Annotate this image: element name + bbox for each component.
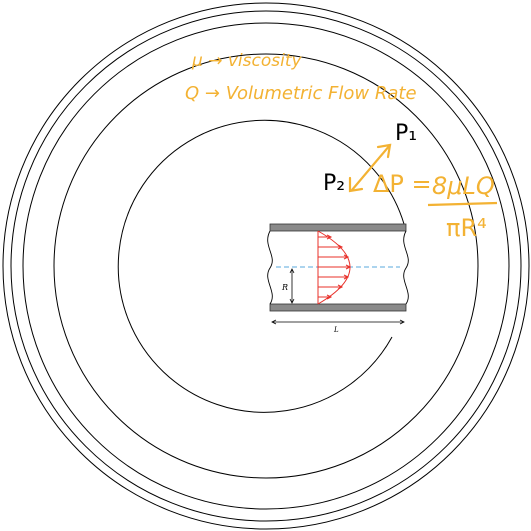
equation-lhs: ΔP = xyxy=(373,170,432,198)
ring-outer-2 xyxy=(10,10,522,522)
pressure-arrows xyxy=(348,143,392,193)
equation-denominator: πR⁴ xyxy=(446,214,487,242)
fraction-bar xyxy=(427,201,498,207)
length-label: L xyxy=(333,326,339,334)
hagen-poiseuille-equation: ΔP = 8μLQ πR⁴ xyxy=(373,170,498,242)
p2-label: P₂ xyxy=(323,171,345,196)
pipe-left-end xyxy=(267,230,273,305)
pipe-diagram: R L xyxy=(267,223,409,334)
pipe-top-wall xyxy=(269,223,407,232)
note-flow-rate: Q → Volumetric Flow Rate xyxy=(185,83,417,104)
length-marker xyxy=(271,319,405,325)
inner-arc xyxy=(117,119,405,413)
handwritten-notes: μ → viscosity Q → Volumetric Flow Rate xyxy=(185,51,417,104)
note-viscosity: μ → viscosity xyxy=(191,51,303,71)
ring-outer-3 xyxy=(22,22,510,510)
radius-marker xyxy=(289,268,295,304)
profile-arrows xyxy=(318,234,352,300)
pipe-bottom-wall xyxy=(269,303,407,312)
radius-label: R xyxy=(281,283,288,292)
velocity-profile xyxy=(317,230,352,305)
ring-middle xyxy=(53,53,479,479)
pressure-annotation: P₁ P₂ xyxy=(323,121,417,196)
pipe-right-end xyxy=(403,230,409,305)
p1-label: P₁ xyxy=(395,121,417,146)
equation-numerator: 8μLQ xyxy=(432,172,495,200)
